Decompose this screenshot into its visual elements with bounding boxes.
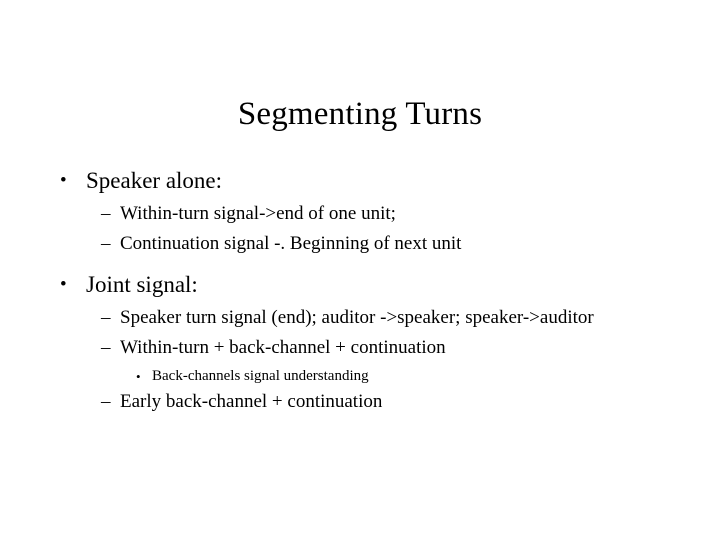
bullet-dash-icon: – [101,203,111,224]
bullet-text: Back-channels signal understanding [152,368,369,384]
bullet-text: Speaker alone: [86,168,223,193]
slide-body: • Speaker alone: – Within-turn signal->e… [0,160,720,414]
bullet-level1-joint-signal: • Joint signal: [0,270,720,300]
bullet-level2-within-turn-backchannel: – Within-turn + back-channel + continuat… [0,335,720,360]
slide-title: Segmenting Turns [237,96,483,133]
bullet-text: Early back-channel + continuation [120,391,383,412]
bullet-text: Speaker turn signal (end); auditor ->spe… [120,307,594,328]
bullet-level3-back-channels-understanding: • Back-channels signal understanding [0,366,720,387]
bullet-level2-speaker-turn-signal: – Speaker turn signal (end); auditor ->s… [0,305,720,330]
outline-list: • Speaker alone: – Within-turn signal->e… [0,166,720,414]
bullet-dot-icon: • [136,369,141,384]
bullet-text: Within-turn signal->end of one unit; [120,203,396,224]
bullet-dash-icon: – [101,307,111,328]
bullet-text: Joint signal: [86,272,198,297]
bullet-dash-icon: – [101,233,111,254]
bullet-dot-icon: • [60,274,67,295]
bullet-text: Within-turn + back-channel + continuatio… [120,337,446,358]
bullet-level1-speaker-alone: • Speaker alone: [0,166,720,196]
bullet-dash-icon: – [101,337,111,358]
bullet-level2-within-turn-signal: – Within-turn signal->end of one unit; [0,201,720,226]
bullet-level2-early-back-channel: – Early back-channel + continuation [0,389,720,414]
bullet-level2-continuation-signal: – Continuation signal -. Beginning of ne… [0,231,720,256]
bullet-dash-icon: – [101,391,111,412]
bullet-text: Continuation signal -. Beginning of next… [120,233,462,254]
bullet-dot-icon: • [60,170,67,191]
